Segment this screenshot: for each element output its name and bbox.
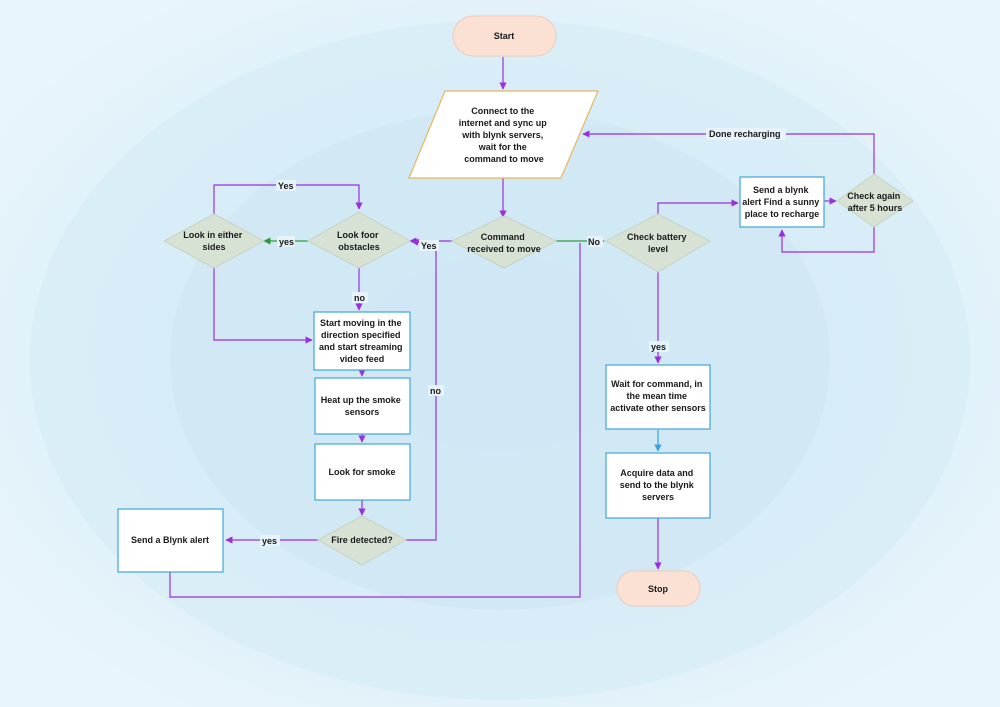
yes-top-label: Yes <box>278 181 294 191</box>
send-recharge-label: Send a blynk alert Find a sunny place to… <box>742 185 822 219</box>
edge-battery-send-recharge <box>657 199 739 214</box>
command-node: Command received to move <box>450 215 558 269</box>
look-obstacles-label: Look foor obstacles <box>337 230 381 252</box>
no-obstacles-label: no <box>354 293 365 303</box>
edge-check-again-send-recharge <box>778 227 875 253</box>
battery-node: Check battery level <box>604 213 712 273</box>
send-alert-label: Send a Blynk alert <box>131 535 209 545</box>
look-sides-node: Look in either sides <box>162 213 266 269</box>
look-sides-label: Look in either sides <box>183 230 245 252</box>
look-obstacles-node: Look foor obstacles <box>306 211 412 269</box>
acquire-label: Acquire data and send to the blynk serve… <box>620 468 697 502</box>
check-again-label: Check again after 5 hours <box>847 191 903 213</box>
done-recharging-label: Done recharging <box>709 129 781 139</box>
battery-label: Check battery level <box>627 232 689 254</box>
stop-node: Stop <box>616 570 701 607</box>
heat-node: Heat up the smoke sensors <box>314 377 411 435</box>
start-moving-label: Start moving in the direction specified … <box>319 318 405 364</box>
heat-label: Heat up the smoke sensors <box>321 395 404 417</box>
edge-sides-start-moving <box>213 268 313 344</box>
edge-alert-return <box>169 243 581 598</box>
yes-battery-label: yes <box>651 342 666 352</box>
acquire-node: Acquire data and send to the blynk serve… <box>605 452 711 519</box>
wait-cmd-label: Wait for command, in the mean time activ… <box>610 379 706 413</box>
start-label: Start <box>494 31 515 41</box>
start-node: Start <box>452 15 557 57</box>
connect-node: Connect to the internet and sync up with… <box>408 90 599 179</box>
yes-cmd-label: Yes <box>421 241 437 251</box>
yes-fire-label: yes <box>262 536 277 546</box>
connect-label: Connect to the internet and sync up with… <box>459 106 550 164</box>
yes-sides-label: yes <box>279 237 294 247</box>
edge-done-recharging <box>582 130 875 174</box>
no-cmd-label: No <box>588 237 600 247</box>
fire-node: Fire detected? <box>316 515 408 566</box>
fire-label: Fire detected? <box>331 535 393 545</box>
check-again-node: Check again after 5 hours <box>836 173 914 228</box>
start-moving-node: Start moving in the direction specified … <box>313 311 411 371</box>
no-fire-label: no <box>430 386 441 396</box>
send-recharge-node: Send a blynk alert Find a sunny place to… <box>739 176 825 228</box>
command-label: Command received to move <box>467 232 541 254</box>
wait-cmd-node: Wait for command, in the mean time activ… <box>605 364 711 430</box>
edge-labels: Done recharging Yes yes Yes No no no yes… <box>260 128 786 546</box>
send-alert-node: Send a Blynk alert <box>117 508 224 573</box>
stop-label: Stop <box>648 584 668 594</box>
look-smoke-label: Look for smoke <box>328 467 395 477</box>
look-smoke-node: Look for smoke <box>314 443 411 501</box>
